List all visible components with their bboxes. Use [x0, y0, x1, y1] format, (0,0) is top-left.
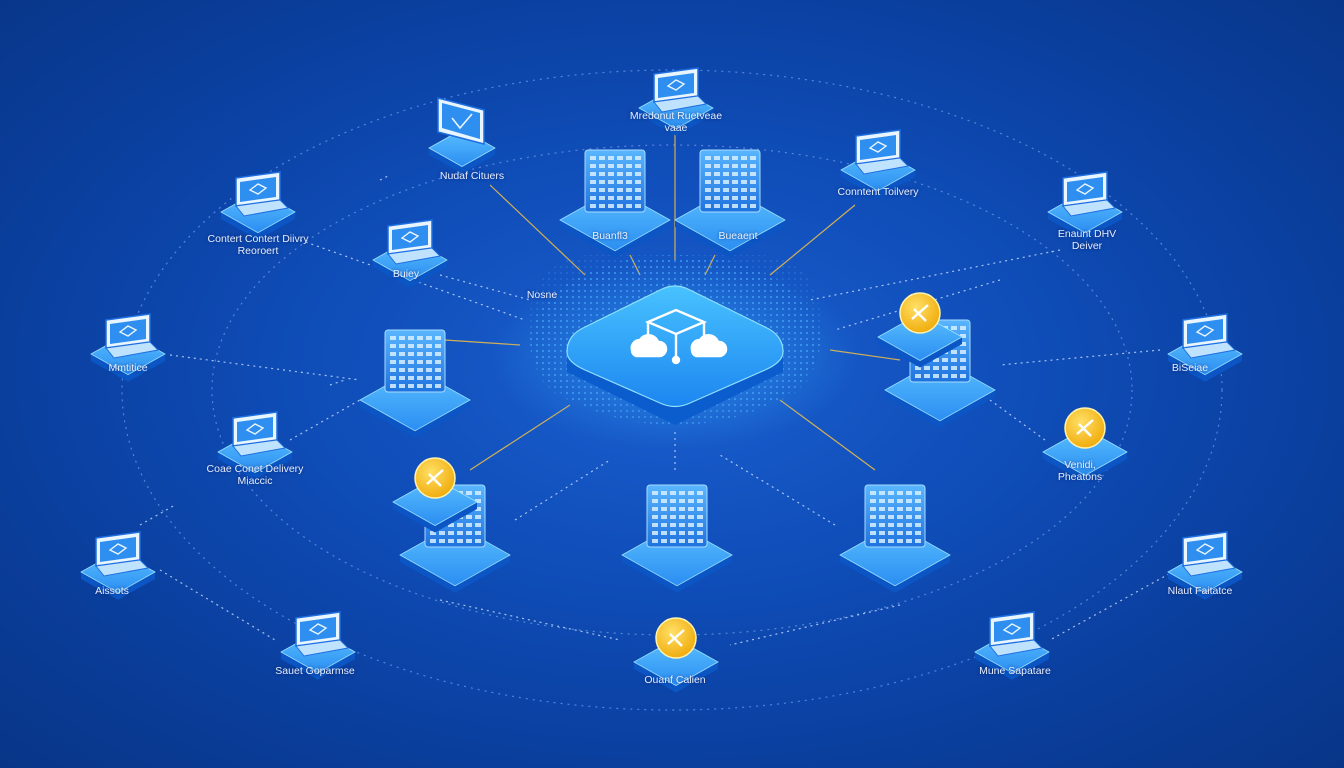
node-mid-right[interactable] — [1167, 313, 1243, 382]
label-bottom-right: Nlaut Faitatce — [1167, 585, 1233, 597]
label-right-3: Venidi, Pheatons — [1057, 459, 1103, 483]
node-low-center[interactable] — [633, 617, 719, 693]
label-left-2: Buiey — [392, 268, 420, 280]
label-low-right: Mune Sapatare — [979, 665, 1051, 677]
node-mid-left[interactable] — [90, 313, 166, 382]
node-low-right[interactable] — [974, 611, 1050, 680]
label-srv-right: Bueaent — [718, 230, 758, 242]
connection-lines — [139, 130, 1186, 646]
node-bottom-right[interactable] — [1167, 531, 1243, 600]
node-right-1[interactable] — [1047, 171, 1123, 240]
node-bottom-left[interactable] — [80, 531, 156, 600]
node-top[interactable] — [638, 67, 714, 136]
cloud-network-icon — [630, 308, 728, 365]
orbit-rings — [121, 69, 1223, 711]
node-right-3[interactable] — [1042, 407, 1128, 483]
label-mid-right: BiSeiae — [1171, 362, 1209, 374]
node-srv-right[interactable] — [674, 149, 786, 258]
nodes-layer — [80, 67, 1243, 693]
node-server-bc[interactable] — [621, 484, 733, 593]
label-mid-left: Mmtitice — [108, 362, 148, 374]
node-left-2[interactable] — [372, 219, 448, 288]
node-server-br[interactable] — [839, 484, 951, 593]
label-left-3: Coae Conet Delivery Miaccic — [206, 463, 304, 487]
label-upper-right: Conntent Toilvery — [837, 186, 919, 198]
node-left-3[interactable] — [217, 411, 293, 480]
label-bottom-left: Aissots — [95, 585, 129, 597]
label-top: Mredonut Ruetveae vaae — [629, 110, 723, 134]
node-server-bl[interactable] — [392, 457, 511, 593]
label-right-1: Enaunt DHV Deiver — [1057, 228, 1117, 252]
node-server-mr[interactable] — [877, 292, 996, 428]
label-server-ml: Nosne — [526, 289, 558, 301]
node-low-left[interactable] — [280, 611, 356, 680]
node-upper-right[interactable] — [840, 129, 916, 198]
node-srv-left[interactable] — [559, 149, 671, 258]
node-server-ml[interactable] — [359, 329, 471, 438]
node-upper-left[interactable] — [428, 97, 496, 174]
label-low-center: Ouanf Calien — [644, 674, 706, 686]
central-hub[interactable] — [490, 255, 860, 450]
label-low-left: Sauet Goparmse — [275, 665, 355, 677]
label-srv-left: Buanfl3 — [592, 230, 628, 242]
label-upper-left: Nudaf Cituers — [439, 170, 505, 182]
label-left-1: Contert Contert Diivry Reoroert — [207, 233, 309, 257]
node-left-1[interactable] — [220, 171, 296, 240]
